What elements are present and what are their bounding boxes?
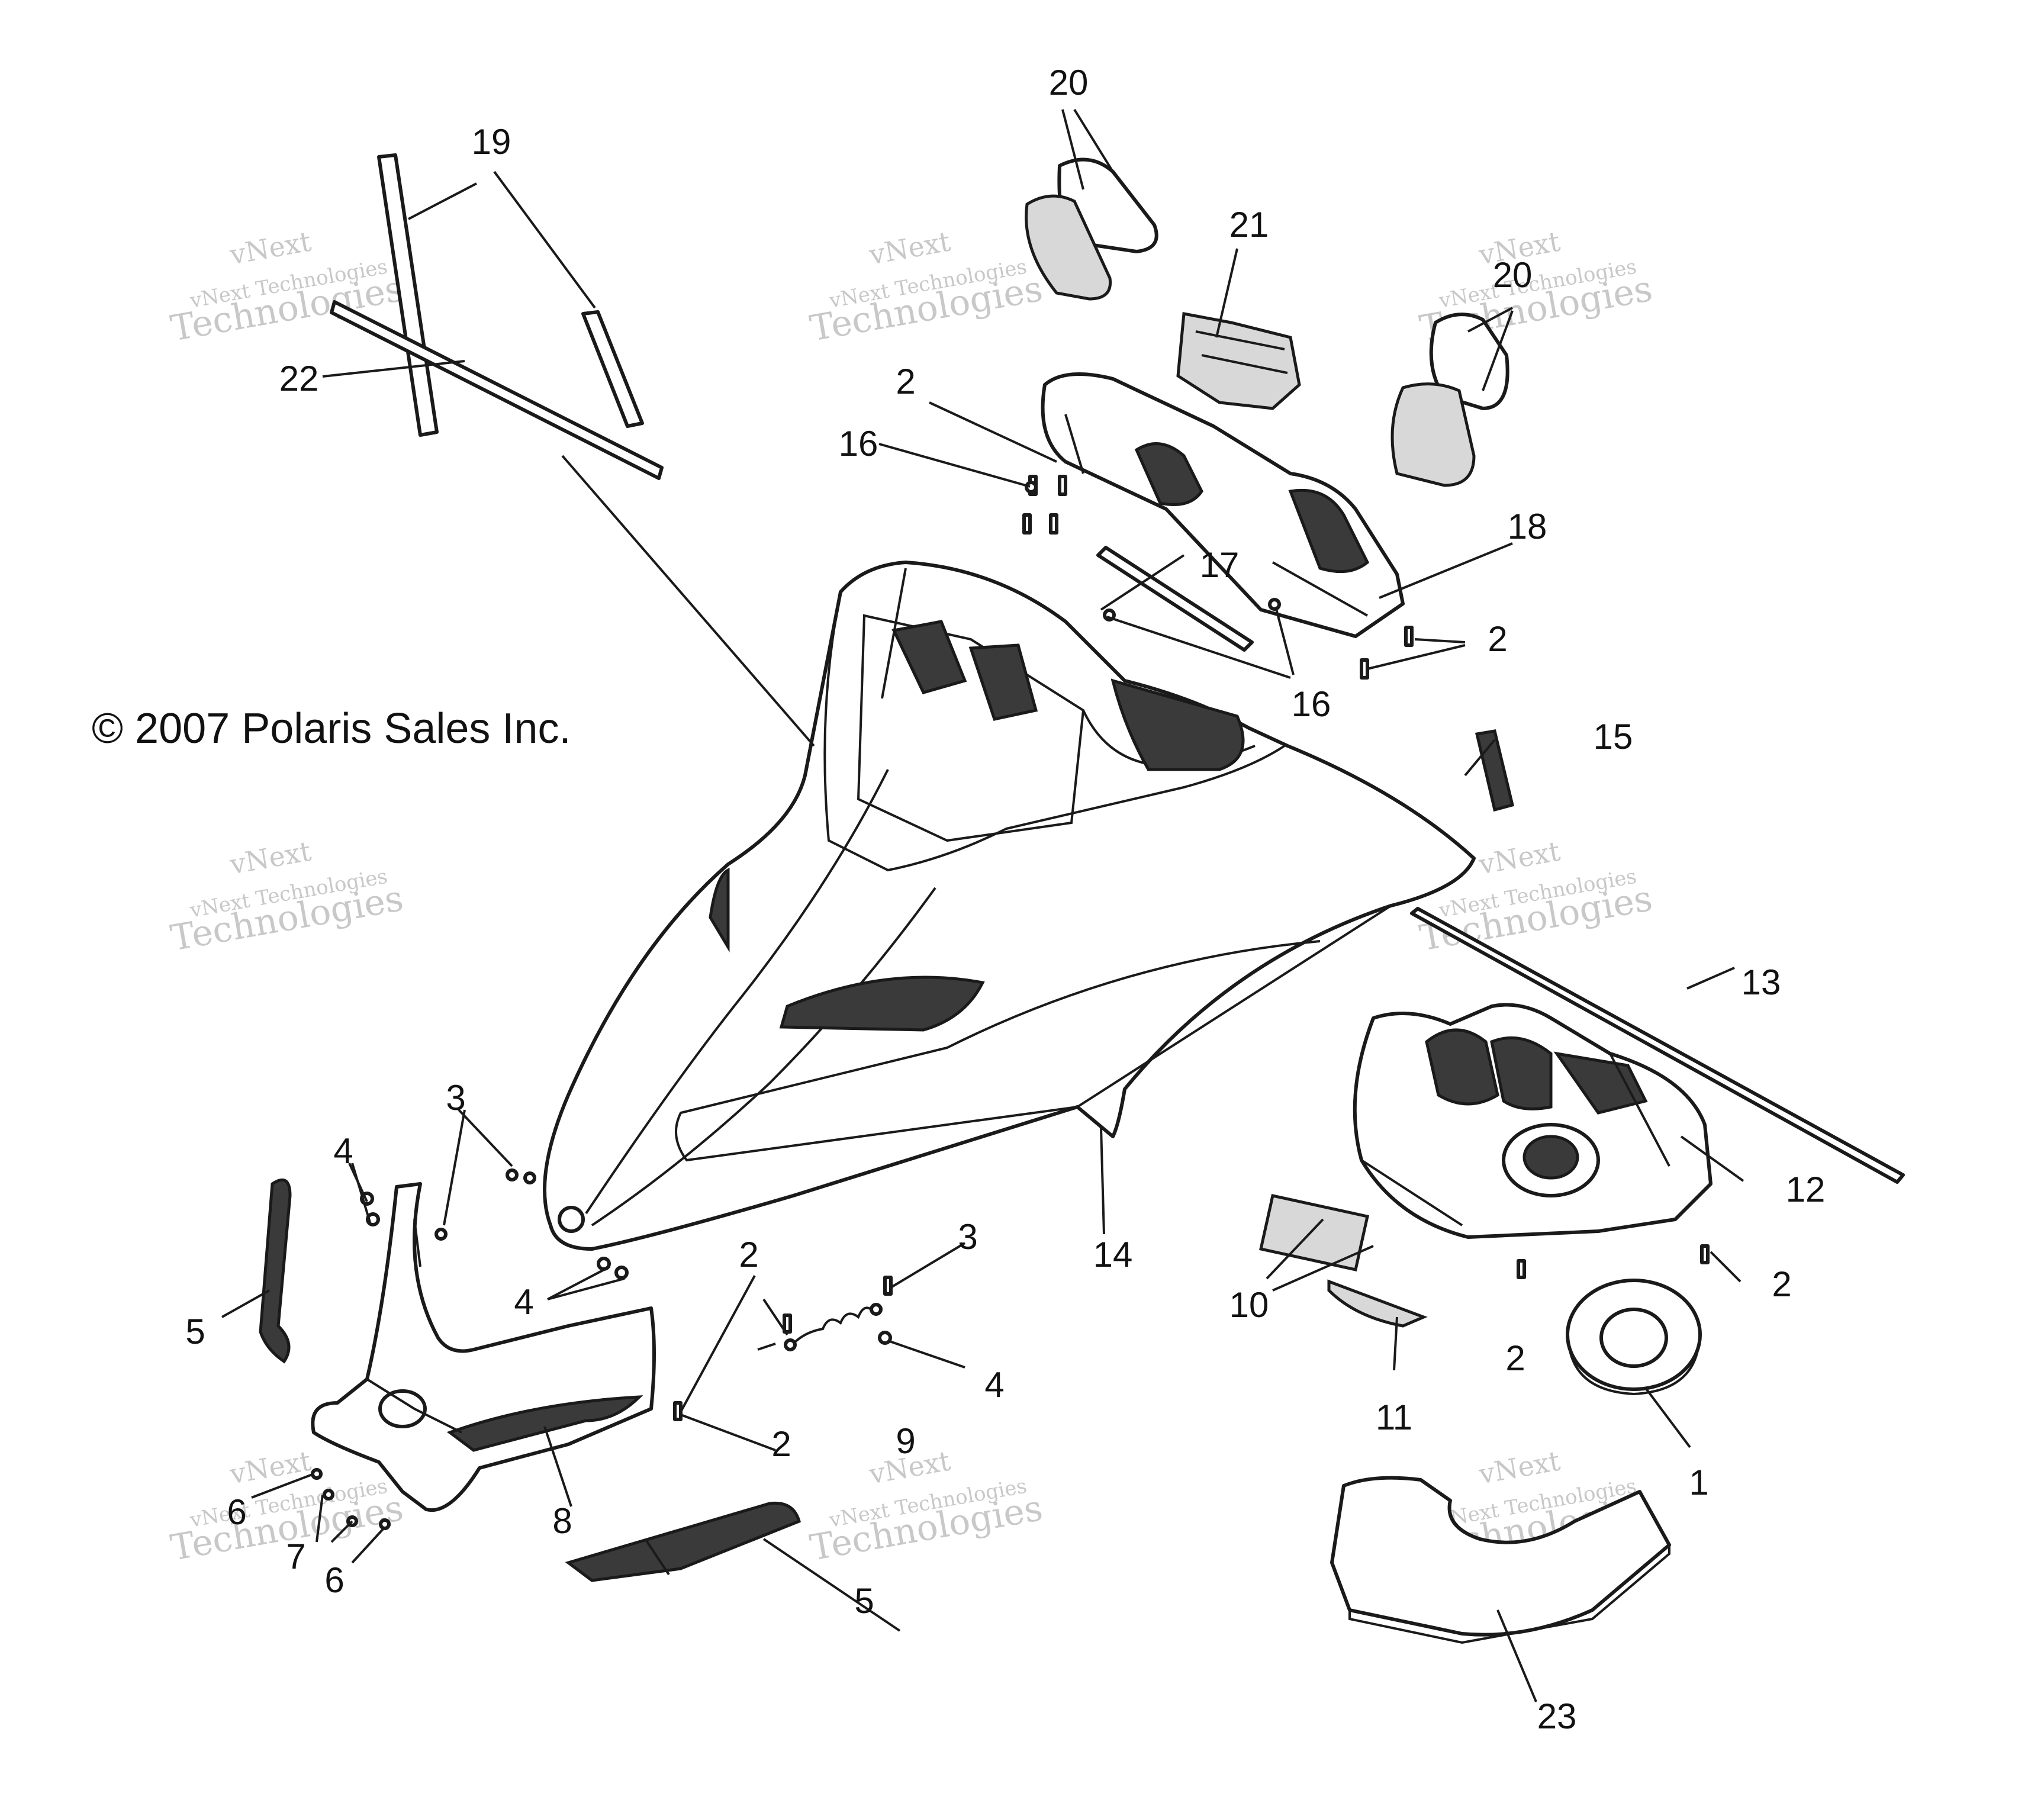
callout-13: 13 bbox=[1742, 962, 1781, 1002]
callout-2: 2 bbox=[1772, 1264, 1791, 1304]
part-8-front-bumper bbox=[311, 1182, 656, 1512]
part-12-fuel-tank bbox=[1353, 1003, 1713, 1239]
callout-16: 16 bbox=[839, 424, 878, 463]
part-22-trim-strip bbox=[330, 300, 664, 480]
callout-14: 14 bbox=[1093, 1235, 1133, 1274]
part-10-decal bbox=[1259, 1194, 1369, 1271]
callout-4: 4 bbox=[333, 1131, 353, 1171]
watermark: vNext vNext Technologies Technologies bbox=[807, 1444, 1045, 1569]
part-15-clip bbox=[1475, 729, 1514, 812]
callout-12: 12 bbox=[1786, 1170, 1826, 1209]
watermark-text: vNext bbox=[1476, 1444, 1563, 1490]
callout-4: 4 bbox=[514, 1282, 533, 1322]
callout-15: 15 bbox=[1594, 717, 1633, 756]
copyright-notice: © 2007 Polaris Sales Inc. bbox=[92, 705, 571, 752]
callout-labels: 20 19 21 20 22 2 16 18 17 2 16 © 2007 Po… bbox=[92, 63, 1825, 1736]
callout-8: 8 bbox=[552, 1501, 572, 1541]
watermark-text: vNext bbox=[227, 835, 314, 880]
part-5-vent-bottom bbox=[565, 1501, 801, 1582]
callout-19: 19 bbox=[472, 122, 511, 162]
watermark-text: vNext bbox=[227, 225, 314, 271]
callout-7: 7 bbox=[286, 1537, 305, 1576]
callout-22: 22 bbox=[279, 359, 319, 398]
callout-16: 16 bbox=[1292, 684, 1331, 724]
callout-20: 20 bbox=[1049, 63, 1089, 102]
watermark-text: vNext bbox=[227, 1444, 314, 1490]
callout-9: 9 bbox=[896, 1421, 915, 1461]
part-14-hood bbox=[543, 561, 1476, 1251]
callout-4: 4 bbox=[984, 1365, 1004, 1405]
callout-10: 10 bbox=[1229, 1285, 1269, 1325]
callout-2: 2 bbox=[1488, 619, 1507, 659]
part-20-mirror-right bbox=[1390, 313, 1509, 487]
callout-6: 6 bbox=[227, 1492, 246, 1532]
leader-lines bbox=[221, 108, 1744, 1702]
watermark-text: vNext bbox=[866, 225, 953, 271]
part-17-strip bbox=[1096, 546, 1254, 652]
part-20-mirror-left bbox=[1025, 157, 1158, 301]
part-5-vent-left bbox=[259, 1178, 292, 1364]
fasteners bbox=[311, 475, 1710, 1530]
callout-20: 20 bbox=[1493, 255, 1533, 295]
part-11-decal bbox=[1327, 1279, 1428, 1328]
callout-5: 5 bbox=[185, 1312, 205, 1351]
part-18-instrument-housing bbox=[1041, 372, 1405, 638]
callout-2: 2 bbox=[771, 1424, 791, 1464]
callout-17: 17 bbox=[1200, 545, 1240, 585]
watermark: vNext vNext Technologies Technologies bbox=[168, 835, 406, 959]
callout-6: 6 bbox=[324, 1560, 344, 1600]
callout-11: 11 bbox=[1376, 1398, 1412, 1437]
callout-3: 3 bbox=[958, 1217, 977, 1257]
callout-2: 2 bbox=[739, 1235, 758, 1274]
callout-23: 23 bbox=[1537, 1696, 1577, 1736]
watermark: vNext vNext Technologies Technologies bbox=[807, 225, 1045, 349]
part-21-gauge bbox=[1176, 312, 1301, 410]
callout-3: 3 bbox=[446, 1078, 465, 1118]
callout-18: 18 bbox=[1508, 507, 1547, 546]
part-1-seal-ring bbox=[1566, 1279, 1702, 1396]
part-9-spring bbox=[784, 1303, 883, 1351]
callout-5: 5 bbox=[854, 1581, 874, 1621]
part-13-rod bbox=[1410, 907, 1905, 1184]
parts bbox=[259, 153, 1905, 1644]
callout-2: 2 bbox=[1505, 1338, 1525, 1378]
callout-21: 21 bbox=[1229, 205, 1269, 244]
part-23-foam-pad bbox=[1330, 1476, 1671, 1644]
callout-1: 1 bbox=[1689, 1463, 1708, 1502]
watermark-text: vNext bbox=[1476, 835, 1563, 880]
callout-2: 2 bbox=[896, 362, 915, 401]
